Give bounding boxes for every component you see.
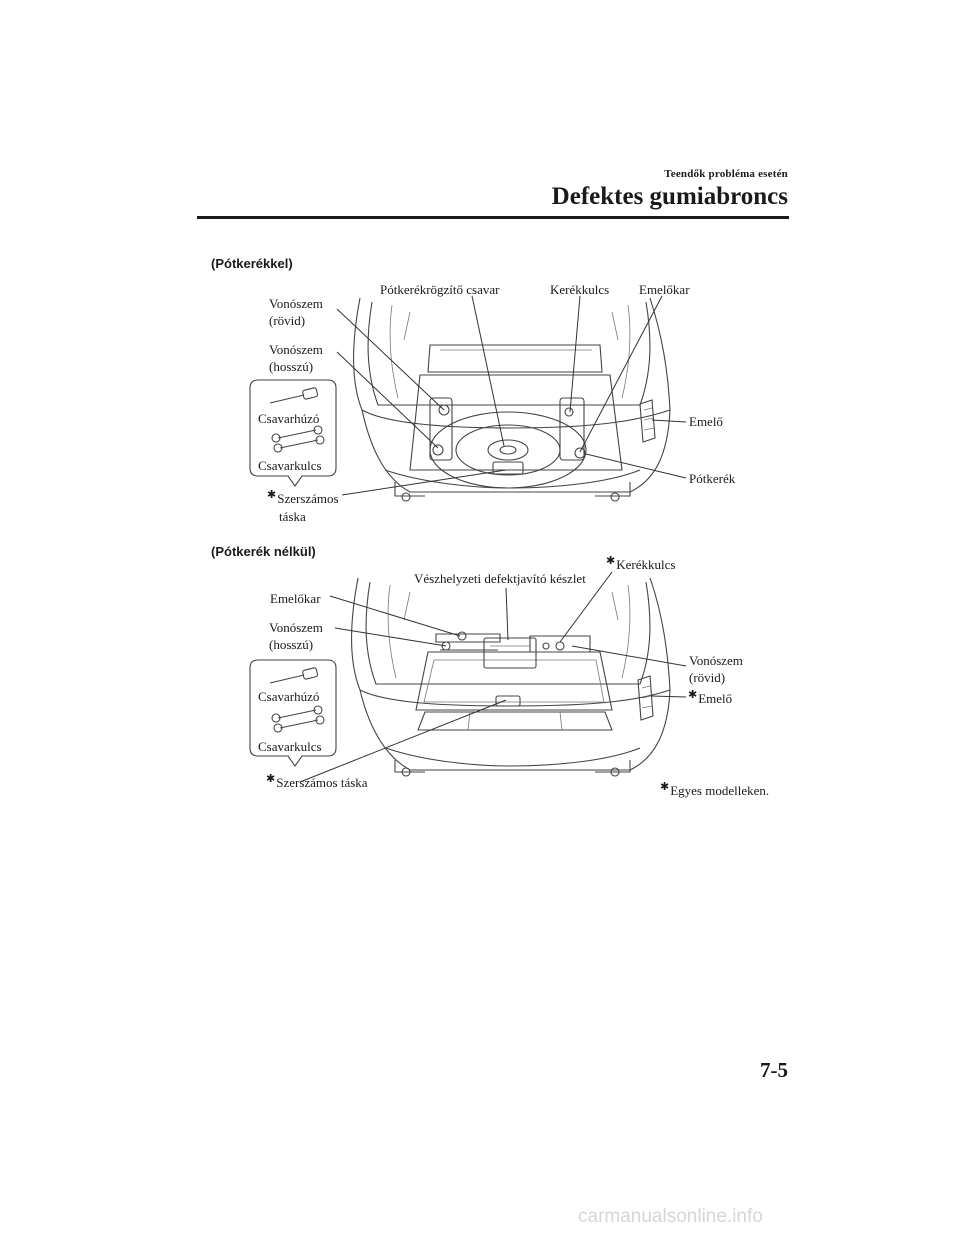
figure2-screwdriver-icon xyxy=(269,667,319,684)
figure1-label-szerszamos-taska: ✱Szerszámos táska xyxy=(267,488,339,524)
figure1-car-drawing xyxy=(353,297,671,502)
figure1-label-csavarkulcs: Csavarkulcs xyxy=(258,458,322,473)
chapter-title: Teendők probléma esetén xyxy=(664,168,788,180)
figure2-label-vonoszem-rovid: Vonószem(rövid) xyxy=(689,653,743,685)
asterisk-icon: ✱ xyxy=(267,488,277,501)
figure2-label-emelokar: Emelőkar xyxy=(270,591,321,606)
figure1-label-potkerekrogzito-csavar: Pótkerékrögzítő csavar xyxy=(380,282,500,297)
figure2-wrench-icon xyxy=(271,705,325,733)
figure2-heading: (Pótkerék nélkül) xyxy=(211,544,316,559)
asterisk-icon: ✱ xyxy=(688,688,698,701)
figure2-label-emelo: ✱Emelő xyxy=(688,688,733,706)
figure2-label-kerekkulcs: ✱Kerékkulcs xyxy=(606,554,676,572)
figure2-leader-lines xyxy=(299,571,687,783)
figure2-label-csavarhuzo: Csavarhúzó xyxy=(258,689,320,704)
figure1-bubble xyxy=(249,379,337,487)
figure2-label-szerszamos-taska: ✱Szerszámos táska xyxy=(266,772,368,790)
header-rule xyxy=(197,216,789,219)
asterisk-icon: ✱ xyxy=(266,772,276,785)
asterisk-icon: ✱ xyxy=(606,554,616,567)
figure1-heading: (Pótkerékkel) xyxy=(211,256,293,271)
figure1-screwdriver-icon xyxy=(269,387,319,404)
figure2-label-csavarkulcs: Csavarkulcs xyxy=(258,739,322,754)
figure1-label-emelo: Emelő xyxy=(689,414,723,429)
figure1-label-vonoszem-rovid: Vonószem(rövid) xyxy=(269,296,323,328)
figure1-label-vonoszem-hosszu: Vonószem(hosszú) xyxy=(269,342,323,374)
figure2-car-drawing xyxy=(351,577,671,777)
figure1-wrench-icon xyxy=(271,425,325,453)
figure2-bubble xyxy=(249,659,337,767)
figure1-label-potkerek: Pótkerék xyxy=(689,471,736,486)
watermark: carmanualsonline.info xyxy=(578,1206,763,1227)
page-number: 7-5 xyxy=(760,1058,788,1082)
figure2-label-defektjavito-keszlet: Vészhelyzeti defektjavító készlet xyxy=(414,571,586,586)
figure1-label-emelokar: Emelőkar xyxy=(639,282,690,297)
footnote: ✱Egyes modelleken. xyxy=(660,780,770,798)
asterisk-icon: ✱ xyxy=(660,780,670,793)
figure1-label-csavarhuzo: Csavarhúzó xyxy=(258,411,320,426)
figure1-leader-lines xyxy=(336,295,687,496)
section-title: Defektes gumiabroncs xyxy=(551,183,788,210)
figure2-label-vonoszem-hosszu: Vonószem(hosszú) xyxy=(269,620,323,652)
figure1-label-kerekkulcs: Kerékkulcs xyxy=(550,282,610,297)
